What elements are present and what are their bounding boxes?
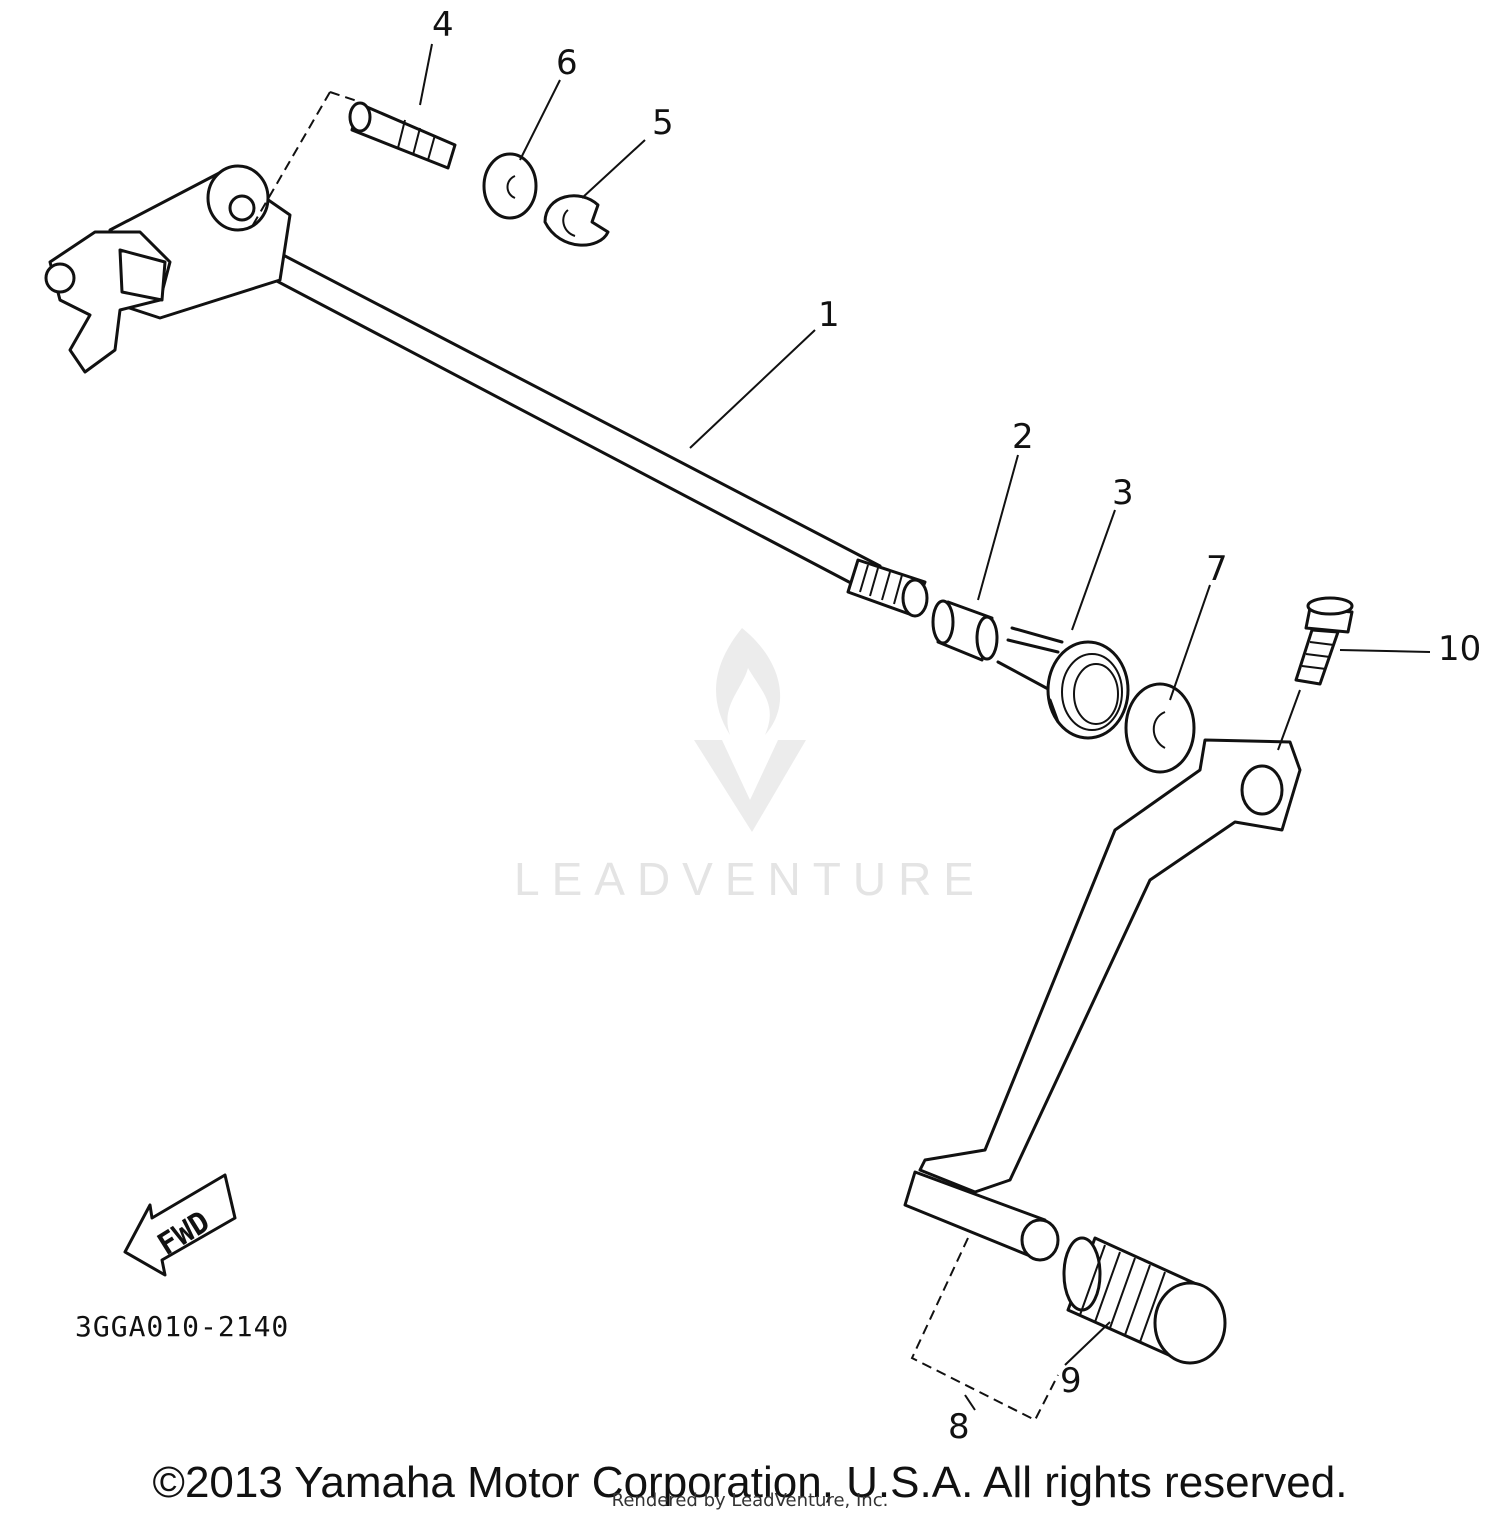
collar-part[interactable]	[931, 599, 999, 662]
torsion-spring-part[interactable]	[996, 626, 1130, 740]
callout-1: 1	[818, 295, 840, 335]
callout-7: 7	[1206, 549, 1228, 589]
rendered-by-note: Rendered by LeadVenture, Inc.	[611, 1490, 889, 1511]
shift-pedal-part-8[interactable]	[903, 738, 1302, 1262]
callout-8: 8	[948, 1407, 970, 1447]
washer-part-6[interactable]	[482, 152, 538, 220]
leadventure-logo-icon	[694, 628, 806, 832]
shift-shaft-part[interactable]	[44, 164, 929, 618]
callout-9: 9	[1060, 1361, 1082, 1401]
diagram-code: 3GGA010-2140	[75, 1310, 289, 1343]
watermark-text: LEADVENTURE	[514, 853, 986, 905]
forward-arrow-icon: FWD	[123, 1173, 237, 1277]
callout-6: 6	[556, 43, 578, 83]
bolt-part-10[interactable]	[1294, 596, 1354, 686]
rubber-grip-part-9[interactable]	[1062, 1236, 1227, 1365]
circlip-part-5[interactable]	[543, 194, 610, 247]
copyright-notice: ©2013 Yamaha Motor Corporation, U.S.A. A…	[152, 1458, 1348, 1507]
callout-4: 4	[432, 5, 454, 45]
pin-part-4[interactable]	[348, 101, 457, 170]
callout-3: 3	[1112, 473, 1134, 513]
washer-part-7[interactable]	[1124, 682, 1196, 774]
callout-5: 5	[652, 103, 674, 143]
leader-lines	[249, 43, 1431, 1422]
callout-10: 10	[1438, 629, 1481, 669]
callout-2: 2	[1012, 417, 1034, 457]
